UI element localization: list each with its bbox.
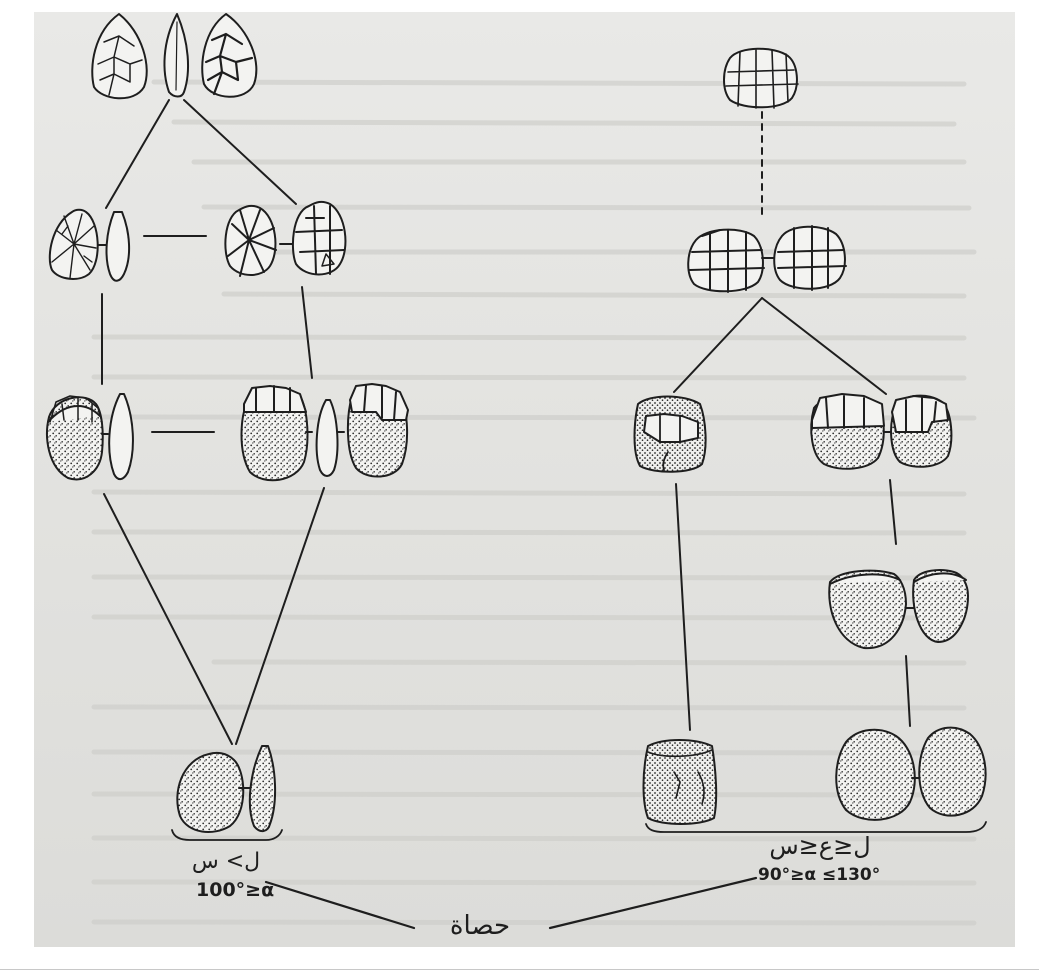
top-left-bifacial-group <box>92 14 256 98</box>
polyhedral-face-c <box>774 227 845 289</box>
levallois-core-right <box>242 384 409 480</box>
subspherical-core-pair <box>829 570 968 648</box>
levallois-profile <box>109 394 133 479</box>
right-angle-label: 90°≥α ≤130° <box>758 865 880 885</box>
polyhedral-top <box>724 49 798 108</box>
spherical-pebble-face-b <box>919 728 985 816</box>
discoid-face-d <box>293 202 346 275</box>
classification-diagram: ل> س 100°≥α ل≤ع≤س 90°≥α ≤130° حصاة <box>34 12 1015 947</box>
bottom-rule <box>0 969 1039 970</box>
pebble-word-label: حصاة <box>450 911 510 941</box>
right-formula-label: ل≤ع≤س <box>769 832 870 860</box>
discoid-profile <box>107 212 130 281</box>
flake-profile <box>317 400 338 476</box>
oval-pebble-profile <box>250 746 275 831</box>
left-angle-label: 100°≥α <box>196 879 274 901</box>
polyhedral-pair <box>688 226 846 292</box>
double-discoid-group <box>225 202 345 276</box>
cylindrical-pebble <box>644 740 717 824</box>
prismatic-core-pair <box>811 394 951 469</box>
bifacial-face-b <box>202 14 256 97</box>
oval-pebble-face <box>177 753 243 832</box>
left-formula-label: ل> س <box>192 849 260 874</box>
spherical-pebble-face-a <box>836 730 915 820</box>
levallois-core-left <box>47 394 133 479</box>
discoid-core-group <box>50 210 129 281</box>
spherical-pebble-pair <box>836 728 985 820</box>
bifacial-face-a <box>92 14 146 98</box>
oval-pebble-group <box>172 746 282 840</box>
polyhedral-face-b <box>688 230 763 292</box>
cylindrical-core <box>635 397 706 472</box>
